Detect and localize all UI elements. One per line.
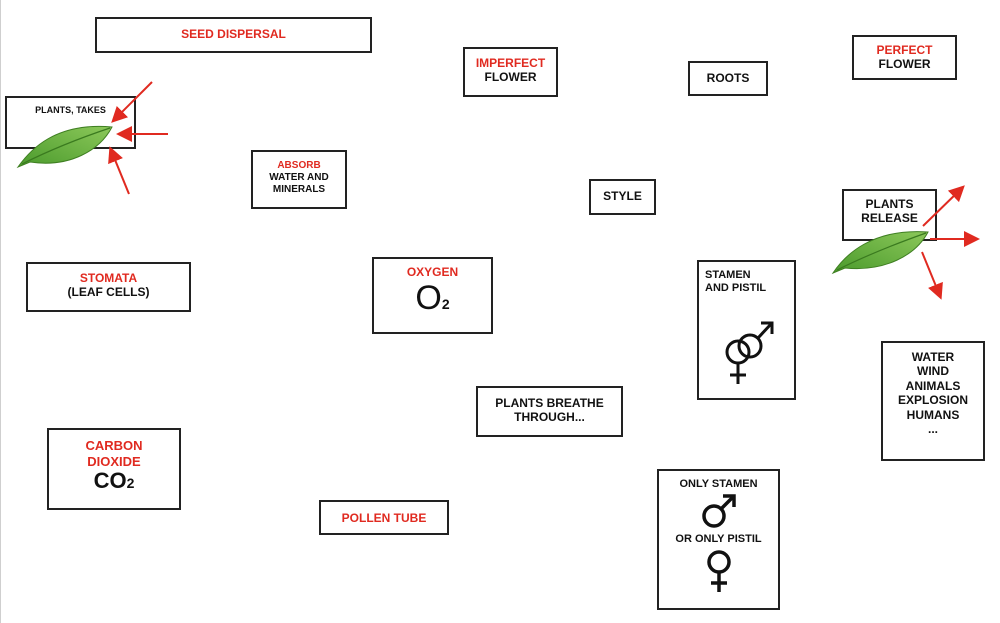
- card-style-label: STYLE: [603, 189, 642, 203]
- arrow-icon: [108, 146, 130, 195]
- card-style[interactable]: STYLE: [589, 179, 656, 215]
- card-seed-dispersal-label: SEED DISPERSAL: [181, 27, 286, 41]
- card-carbon-dioxide[interactable]: CARBON DIOXIDE CO2: [47, 428, 181, 510]
- oxygen-formula-o: O: [415, 279, 442, 318]
- card-plants-release-line2: RELEASE: [861, 211, 918, 226]
- card-imperfect-flower[interactable]: IMPERFECT FLOWER: [463, 47, 558, 97]
- male-symbol-icon: [701, 494, 736, 528]
- card-roots-label: ROOTS: [706, 71, 750, 85]
- card-plants-breathe[interactable]: PLANTS BREATHE THROUGH...: [476, 386, 623, 437]
- card-stomata[interactable]: STOMATA (LEAF CELLS): [26, 262, 191, 312]
- card-pollen-tube-label: POLLEN TUBE: [341, 511, 427, 525]
- dispersal-item: HUMANS: [906, 407, 960, 422]
- card-oxygen-title: OXYGEN: [406, 265, 459, 279]
- card-plants-takes-label: PLANTS, TAKES: [35, 105, 106, 115]
- card-carbon-line2: DIOXIDE: [87, 453, 141, 469]
- arrow-icon: [111, 81, 153, 123]
- male-female-symbol-icon: [725, 321, 774, 384]
- card-absorb-line3: MINERALS: [272, 184, 326, 195]
- card-perfect-line1: PERFECT: [876, 43, 933, 57]
- card-dispersal-methods[interactable]: WATER WIND ANIMALS EXPLOSION HUMANS ...: [881, 341, 985, 461]
- card-only-line1: ONLY STAMEN: [679, 478, 758, 490]
- card-oxygen[interactable]: OXYGEN O2: [372, 257, 493, 334]
- dispersal-item: WIND: [917, 364, 949, 379]
- oxygen-formula: O2: [374, 281, 491, 315]
- card-absorb[interactable]: ABSORB WATER AND MINERALS: [251, 150, 347, 209]
- card-stomata-line2: (LEAF CELLS): [67, 285, 150, 300]
- card-absorb-line1: ABSORB: [277, 160, 321, 171]
- card-imperfect-line2: FLOWER: [484, 70, 537, 85]
- dispersal-item: EXPLOSION: [897, 393, 968, 408]
- card-stamen-line1: STAMEN: [705, 269, 751, 281]
- card-imperfect-line1: IMPERFECT: [475, 56, 546, 70]
- card-stamen-line2: AND PISTIL: [705, 282, 767, 295]
- card-only-stamen-or-pistil[interactable]: ONLY STAMEN OR ONLY PISTIL: [657, 469, 780, 610]
- card-seed-dispersal[interactable]: SEED DISPERSAL: [95, 17, 372, 53]
- dispersal-item: ANIMALS: [905, 378, 961, 393]
- arrow-icon: [921, 251, 943, 300]
- card-perfect-line2: FLOWER: [878, 57, 931, 72]
- carbon-formula-subscript: 2: [126, 475, 135, 492]
- card-perfect-flower[interactable]: PERFECT FLOWER: [852, 35, 957, 80]
- card-breathe-line1: PLANTS BREATHE: [495, 396, 604, 410]
- dispersal-item: WATER: [911, 350, 955, 364]
- carbon-formula: CO2: [49, 469, 179, 493]
- leaf-icon: [16, 125, 113, 169]
- dispersal-item: ...: [927, 421, 938, 436]
- card-only-line2: OR ONLY PISTIL: [675, 533, 762, 546]
- card-plants-release-line1: PLANTS: [865, 197, 914, 211]
- card-roots[interactable]: ROOTS: [688, 61, 768, 96]
- arrow-icon: [922, 185, 965, 227]
- leaf-icon: [831, 231, 929, 275]
- card-carbon-line1: CARBON: [85, 438, 143, 453]
- card-pollen-tube[interactable]: POLLEN TUBE: [319, 500, 449, 535]
- oxygen-formula-subscript: 2: [441, 296, 450, 313]
- female-symbol-icon: [706, 550, 731, 593]
- card-breathe-line2: THROUGH...: [514, 410, 585, 425]
- card-stamen-and-pistil[interactable]: STAMEN AND PISTIL: [697, 260, 796, 400]
- card-absorb-line2: WATER AND: [269, 172, 329, 183]
- card-stomata-line1: STOMATA: [79, 271, 138, 285]
- carbon-formula-co: CO: [93, 468, 127, 494]
